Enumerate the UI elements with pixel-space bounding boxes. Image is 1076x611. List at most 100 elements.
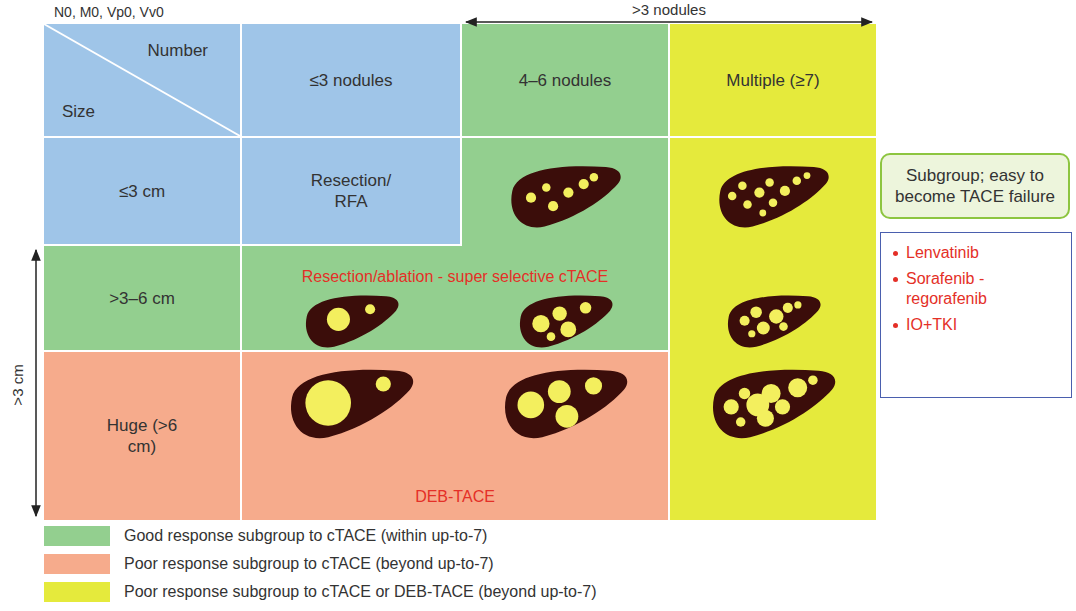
span-arrow (466, 21, 872, 23)
legend-text: Poor response subgroup to cTACE (beyond … (124, 554, 494, 574)
liver-outline (306, 296, 399, 348)
tumor-nodule (779, 322, 788, 331)
tumor-nodule (560, 322, 576, 338)
tumor-nodule (794, 301, 801, 308)
liver-outline (713, 370, 835, 438)
text-wrap: Multiple (≥7) (726, 70, 819, 91)
span-label: >3 cm (9, 364, 27, 405)
cell-text: Multiple (≥7) (726, 70, 819, 91)
cell-fills (44, 24, 876, 520)
cell-fill (242, 24, 460, 136)
legend-row: Good response subgroup to cTACE (within … (44, 526, 487, 546)
tumor-nodule (757, 322, 770, 335)
cell-fill (44, 246, 240, 350)
tumor-nodule (552, 306, 566, 320)
text-wrap: Resection/ RFA (301, 170, 401, 212)
cell-text: Subgroup; easy to become TACE failure (890, 165, 1060, 207)
cell-fill (462, 24, 668, 136)
tumor-nodule (738, 182, 747, 191)
liver-outline (728, 296, 821, 348)
region-label: Resection/ablation - super selective cTA… (302, 267, 609, 286)
tumor-nodule (783, 303, 793, 313)
subgroup-box: Subgroup; easy to become TACE failure (880, 153, 1070, 219)
drug-list-box: LenvatinibSorafenib - regorafenibIO+TKI (880, 232, 1072, 398)
tumor-nodule (548, 380, 571, 403)
tumor-nodule (365, 304, 375, 314)
tumor-nodule (590, 173, 599, 182)
legend-swatch (44, 526, 110, 546)
text-wrap: LenvatinibSorafenib - regorafenibIO+TKI (891, 243, 1063, 335)
tumor-nodule (804, 172, 811, 179)
text-wrap: NumberSize (44, 24, 240, 136)
drug-name: Lenvatinib (906, 243, 979, 263)
row-header-cell: Huge (>6 cm) (44, 352, 240, 520)
tumor-nodule (740, 316, 750, 326)
tumor-nodule (327, 308, 350, 331)
tumor-nodule (736, 417, 746, 427)
liver-illustration (520, 296, 613, 348)
tumor-nodule (376, 376, 391, 391)
legend-text: Good response subgroup to cTACE (within … (124, 526, 487, 546)
cell-text: ≤3 nodules (309, 70, 392, 91)
treatment-cell: Resection/ RFA (242, 138, 460, 244)
cell-text: Huge (>6 cm) (100, 415, 184, 457)
cell-text: Resection/ RFA (301, 170, 401, 212)
axis-label: Size (62, 101, 95, 122)
bullet-dot (893, 251, 898, 256)
legend-row: Poor response subgroup to cTACE or DEB-T… (44, 582, 597, 602)
liver-illustration (719, 166, 828, 227)
tumor-nodule (759, 210, 766, 217)
text-wrap: ≤3 cm (119, 181, 165, 202)
tumor-nodule (748, 330, 755, 337)
text-wrap: 4–6 nodules (519, 70, 612, 91)
tumor-nodule (305, 380, 351, 426)
good-response-region (242, 138, 668, 350)
tumor-nodule (518, 392, 545, 419)
tumor-nodule (579, 179, 589, 189)
tumor-nodule (750, 306, 762, 318)
tumor-nodule (788, 378, 807, 397)
corner-header-cell: NumberSize (44, 24, 240, 136)
liver-illustration (291, 370, 413, 438)
tumor-nodule (762, 384, 781, 403)
tumor-nodule (775, 399, 790, 414)
legend-swatch (44, 554, 110, 574)
list-item: IO+TKI (891, 315, 1063, 335)
cell-fill (44, 138, 240, 244)
tumor-nodule (739, 388, 750, 399)
column-header-cell: ≤3 nodules (242, 24, 460, 136)
cell-text: 4–6 nodules (519, 70, 612, 91)
liver-outline (511, 166, 620, 227)
tumor-nodule (580, 302, 592, 314)
bullet-dot (893, 323, 898, 328)
tumor-nodule (526, 193, 536, 203)
legend-text: Poor response subgroup to cTACE or DEB-T… (124, 582, 597, 602)
column-header-cell: Multiple (≥7) (670, 24, 876, 136)
cell-fill (242, 352, 668, 520)
liver-illustration (306, 296, 399, 348)
column-header-cell: 4–6 nodules (462, 24, 668, 136)
cell-fill (242, 138, 460, 244)
tumor-nodule (548, 201, 558, 211)
tumor-nodule (542, 183, 551, 192)
tumor-nodule (556, 405, 579, 428)
liver-outline (719, 166, 828, 227)
axis-label: Number (148, 40, 208, 61)
liver-illustration (505, 370, 627, 438)
liver-outline (520, 296, 613, 348)
tumor-nodule (769, 199, 778, 208)
tumor-nodule (765, 178, 774, 187)
legend-row: Poor response subgroup to cTACE (beyond … (44, 554, 494, 574)
tumor-nodule (724, 399, 739, 414)
tumor-nodule (743, 200, 752, 209)
list-item: Lenvatinib (891, 243, 1063, 263)
tumor-nodule (585, 377, 602, 394)
tumor-nodule (532, 315, 549, 332)
tumor-nodule (808, 375, 818, 385)
tumor-nodule (793, 176, 802, 185)
row-header-cell: >3–6 cm (44, 246, 240, 350)
bullet-dot (893, 277, 898, 282)
stage-note: N0, M0, Vp0, Vv0 (54, 4, 164, 21)
span-arrow (35, 250, 37, 516)
liver-illustration (728, 296, 821, 348)
